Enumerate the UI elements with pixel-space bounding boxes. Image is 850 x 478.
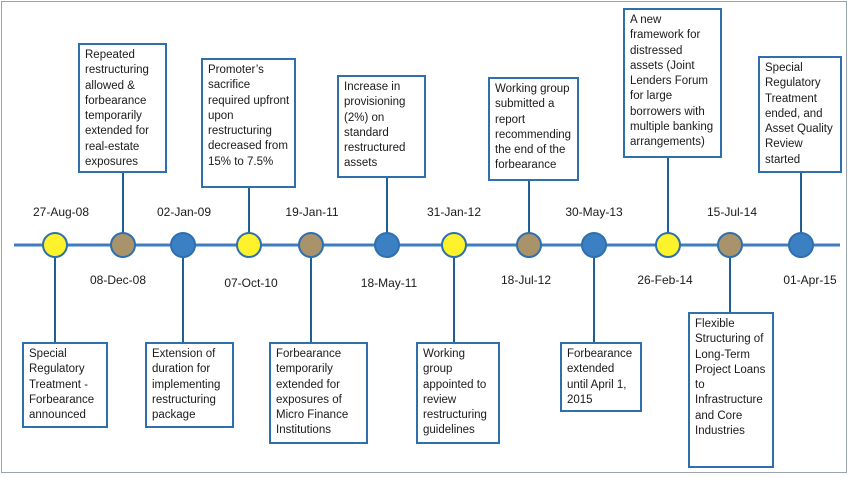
event-date: 19-Jan-11 [285,205,339,219]
event-note: Working group appointed to review restru… [416,342,500,444]
event-date: 15-Jul-14 [706,205,758,219]
event-date: 08-Dec-08 [89,273,147,287]
event-marker [374,232,400,258]
event-marker [298,232,324,258]
event-marker [717,232,743,258]
event-note: Special Regulatory Treatment ended, and … [758,56,842,173]
event-note: Special Regulatory Treatment - Forbearan… [22,342,108,428]
event-note: A new framework for distressed assets (J… [623,8,722,158]
event-marker [236,232,262,258]
event-note: Flexible Structuring of Long-Term Projec… [688,312,774,468]
event-marker [581,232,607,258]
event-marker [788,232,814,258]
event-date: 27-Aug-08 [32,205,90,219]
event-marker [441,232,467,258]
event-marker [110,232,136,258]
event-note: Promoter’s sacrifice required upfront up… [201,58,296,188]
event-note: Working group submitted a report recomme… [488,77,579,181]
event-date: 18-May-11 [360,276,418,290]
event-marker [655,232,681,258]
event-date: 30-May-13 [565,205,623,219]
event-note: Increase in provisioning (2%) on standar… [337,75,426,178]
event-note: Forbearance extended until April 1, 2015 [560,342,642,412]
event-marker [170,232,196,258]
event-marker [42,232,68,258]
event-date: 26-Feb-14 [637,273,693,287]
event-note: Extension of duration for implementing r… [145,342,234,428]
event-date: 18-Jul-12 [500,273,552,287]
event-date: 02-Jan-09 [156,205,212,219]
event-note: Forbearance temporarily extended for exp… [269,342,368,444]
event-date: 01-Apr-15 [783,273,837,287]
event-marker [516,232,542,258]
event-note: Repeated restructuring allowed & forbear… [78,43,167,173]
event-date: 07-Oct-10 [224,276,278,290]
event-date: 31-Jan-12 [426,205,482,219]
